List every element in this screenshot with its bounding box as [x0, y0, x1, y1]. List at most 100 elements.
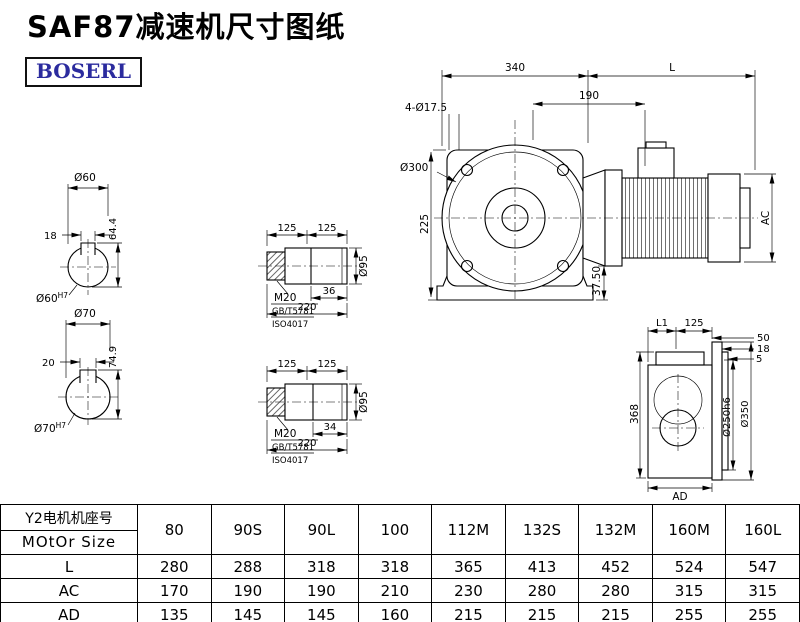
detail1-dia-label: Ø95	[358, 255, 370, 277]
dim-AC-label: AC	[760, 211, 772, 225]
dim-cell: 288	[210, 554, 286, 579]
dim-340-label: 340	[505, 62, 525, 74]
end2-dia-label: Ø70	[74, 308, 96, 320]
detail1-total-label: 220	[297, 302, 316, 313]
flange-dia-label: Ø300	[400, 162, 428, 174]
size-col-header: 160L	[725, 504, 800, 555]
shaft-detail-2-dimensions: 125 125 M20 GB/T5781 ISO4017 34 220	[266, 359, 370, 466]
size-col-header: 80	[137, 504, 212, 555]
dim-cell: 255	[725, 602, 800, 622]
dim-cell: 215	[431, 602, 506, 622]
dim-18-label: 18	[757, 344, 770, 355]
dim-50-label: 50	[757, 333, 770, 344]
size-col-header: 100	[357, 504, 433, 555]
dim-cell: 230	[431, 578, 506, 603]
side-housing	[647, 364, 713, 479]
shaft-detail-2: 125 125 M20 GB/T5781 ISO4017 34 220	[258, 359, 370, 466]
shaft-detail-1-geometry	[258, 247, 362, 285]
table-header-cn: Y2电机机座号	[1, 505, 137, 531]
front-view-geometry	[434, 120, 758, 301]
size-col-header: 90L	[284, 504, 359, 555]
dim-cell: 280	[504, 578, 580, 603]
detail1-std2-label: ISO4017	[272, 320, 308, 330]
flange-inner-circle	[448, 151, 582, 285]
dim-cell: 280	[137, 554, 212, 579]
shaft-detail-1-dimensions: 125 125 M20 GB/T5781 ISO4017 36 220	[266, 223, 370, 330]
dim-L1-label: L1	[656, 318, 668, 329]
front-view-dimensions: 340 L 190 4-Ø17.5 Ø300	[400, 62, 776, 301]
dim-cell: 160	[357, 602, 433, 622]
table-row-AC: AC 170 190 190 210 230 280 280 315 315	[0, 578, 800, 603]
dim-368-label: 368	[629, 404, 641, 424]
row-label: AD	[0, 602, 138, 622]
terminal-box-lid	[645, 141, 667, 149]
dim-cell: 215	[578, 602, 653, 622]
technical-drawing: 340 L 190 4-Ø17.5 Ø300	[34, 62, 776, 503]
dim-cell: 413	[504, 554, 580, 579]
dim-cell: 145	[284, 602, 359, 622]
detail1-dim-125b: 125	[317, 223, 336, 234]
bolt-hole	[460, 163, 474, 177]
detail2-thread-label: M20	[274, 428, 296, 440]
table-header-row: Y2电机机座号 MOtOr Size 80 90S 90L 100 112M 1…	[0, 504, 800, 555]
terminal-box	[637, 147, 675, 179]
bolt-hole	[556, 259, 570, 273]
detail2-std2-label: ISO4017	[272, 456, 308, 466]
end2-bore-label: Ø70H7	[34, 421, 66, 435]
end1-bore-tol: H7	[58, 291, 69, 300]
dim-cell: 452	[578, 554, 653, 579]
end1-bore-dia: Ø60	[36, 293, 58, 305]
dim-190-label: 190	[579, 90, 599, 102]
holes-callout-label: 4-Ø17.5	[405, 102, 447, 114]
dim-cell: 365	[431, 554, 506, 579]
detail1-dim-125a: 125	[277, 223, 296, 234]
end2-height-label: 74.9	[108, 346, 119, 368]
dim-cell: 524	[651, 554, 727, 579]
end2-bore-tol: H7	[56, 421, 67, 430]
size-col-header: 112M	[431, 504, 506, 555]
dia-250-label: Ø250h6	[721, 397, 733, 437]
brand-logo: BOSERL	[25, 57, 143, 87]
dim-cell: 135	[137, 602, 212, 622]
dia-350-label: Ø350	[739, 401, 751, 428]
end1-height-label: 64.4	[108, 218, 119, 240]
size-col-header: 132S	[504, 504, 580, 555]
dim-cell: 315	[651, 578, 727, 603]
dim-225-label: 225	[419, 214, 431, 234]
dim-cell: 170	[137, 578, 212, 603]
end1-dia-label: Ø60	[74, 172, 96, 184]
side-view-dimensions: L1 125 50 18 5 368 Ø250h6	[629, 318, 770, 503]
dim-cell: 255	[651, 602, 727, 622]
front-view: 340 L 190 4-Ø17.5 Ø300	[400, 62, 776, 301]
detail1-thread-label: M20	[274, 292, 296, 304]
row-label: AC	[0, 578, 138, 603]
side-flange-plate	[711, 341, 723, 481]
detail2-len-label: 34	[324, 422, 337, 433]
dim-cell: 215	[504, 602, 580, 622]
size-col-header: 160M	[651, 504, 727, 555]
dim-5-label: 5	[756, 354, 762, 365]
dim-37-5-label: 37.50	[591, 266, 603, 296]
detail2-total-label: 220	[297, 438, 316, 449]
shaft-detail-2-geometry	[258, 383, 362, 421]
dim-cell: 145	[210, 602, 286, 622]
dim-cell: 280	[578, 578, 653, 603]
side-view-geometry	[647, 341, 729, 481]
shaft-end-view-2: Ø70 20 74.9 Ø70H7	[34, 308, 122, 435]
table-row-AD: AD 135 145 145 160 215 215 215 255 255	[0, 602, 800, 622]
dim-cell: 547	[725, 554, 800, 579]
detail2-dim-125b: 125	[317, 359, 336, 370]
size-col-header: 132M	[578, 504, 653, 555]
size-col-header: 90S	[210, 504, 286, 555]
bolt-hole	[556, 163, 570, 177]
table-row-L: L 280 288 318 318 365 413 452 524 547	[0, 554, 800, 579]
page-title: SAF87减速机尺寸图纸	[27, 10, 346, 44]
side-housing-top	[655, 351, 705, 366]
shaft-detail-1: 125 125 M20 GB/T5781 ISO4017 36 220	[258, 223, 370, 330]
end2-keywidth-label: 20	[42, 358, 55, 369]
shaft-end-view-1: Ø60 18 64.4 Ø60H7	[36, 172, 122, 305]
end2-bore-dia: Ø70	[34, 423, 56, 435]
dim-AD-label: AD	[672, 491, 687, 503]
motor-dimension-table: Y2电机机座号 MOtOr Size 80 90S 90L 100 112M 1…	[0, 504, 800, 622]
